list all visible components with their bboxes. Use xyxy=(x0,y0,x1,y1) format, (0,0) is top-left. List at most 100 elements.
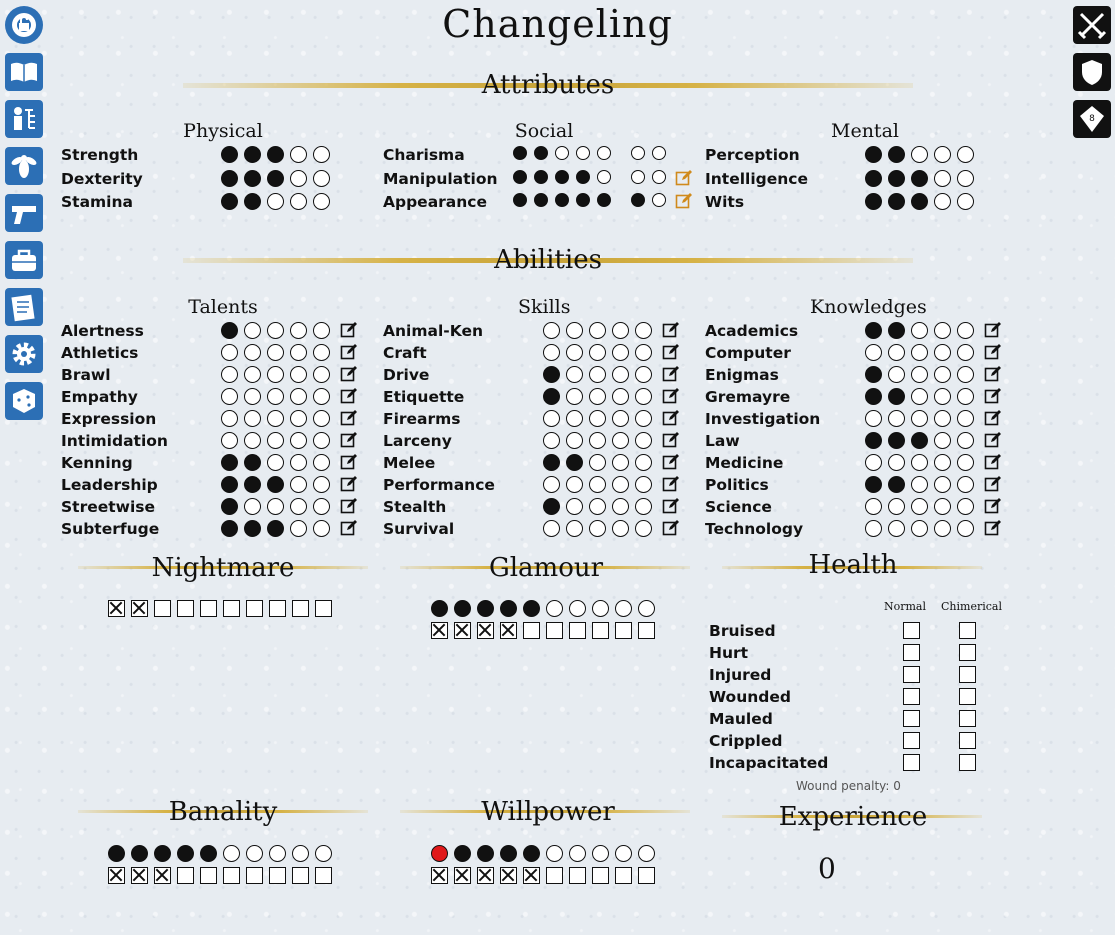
edit-icon[interactable] xyxy=(662,409,680,427)
rating-dot[interactable] xyxy=(589,432,606,449)
rating-dot[interactable] xyxy=(267,388,284,405)
rating-dot[interactable] xyxy=(589,476,606,493)
banality-box[interactable] xyxy=(177,867,194,884)
rating-dot[interactable] xyxy=(589,388,606,405)
rating-dot[interactable] xyxy=(865,322,882,339)
banality-box[interactable] xyxy=(315,867,332,884)
rating-dot[interactable] xyxy=(612,366,629,383)
rating-dot[interactable] xyxy=(543,454,560,471)
rating-dot[interactable] xyxy=(566,322,583,339)
banality-dot[interactable] xyxy=(177,845,194,862)
banality-box[interactable] xyxy=(223,867,240,884)
rating-dot[interactable] xyxy=(244,169,261,187)
edit-icon[interactable] xyxy=(340,409,358,427)
nightmare-box[interactable] xyxy=(246,600,263,617)
rating-dot[interactable] xyxy=(865,454,882,471)
rating-dot[interactable] xyxy=(957,146,974,163)
rating-dot[interactable] xyxy=(612,498,629,515)
rating-dot[interactable] xyxy=(313,344,330,361)
health-normal-box[interactable] xyxy=(903,754,920,771)
banality-dot[interactable] xyxy=(131,845,148,862)
health-chimerical-box[interactable] xyxy=(959,622,976,639)
rating-dot[interactable] xyxy=(244,322,261,339)
rating-dot[interactable] xyxy=(555,193,569,207)
rating-dot[interactable] xyxy=(865,169,882,187)
nightmare-box[interactable] xyxy=(154,600,171,617)
glamour-box[interactable] xyxy=(477,622,494,639)
rating-dot[interactable] xyxy=(934,432,951,449)
glamour-box[interactable] xyxy=(615,622,632,639)
banality-box[interactable] xyxy=(200,867,217,884)
rating-dot[interactable] xyxy=(566,366,583,383)
rating-dot[interactable] xyxy=(244,146,261,163)
edit-icon[interactable] xyxy=(984,387,1002,405)
glamour-box[interactable] xyxy=(569,622,586,639)
health-normal-box[interactable] xyxy=(903,622,920,639)
rating-dot[interactable] xyxy=(635,520,652,537)
rating-dot[interactable] xyxy=(534,193,548,207)
rating-dot[interactable] xyxy=(934,476,951,493)
rating-dot[interactable] xyxy=(888,322,905,339)
nightmare-box[interactable] xyxy=(200,600,217,617)
rating-dot[interactable] xyxy=(934,146,951,163)
rating-dot[interactable] xyxy=(934,193,951,210)
rating-dot[interactable] xyxy=(221,476,238,493)
rating-dot[interactable] xyxy=(555,146,569,160)
rating-dot[interactable] xyxy=(888,454,905,471)
rating-dot[interactable] xyxy=(934,322,951,339)
rating-dot[interactable] xyxy=(865,146,882,163)
rating-dot[interactable] xyxy=(911,410,928,427)
rating-dot[interactable] xyxy=(566,476,583,493)
dice-icon[interactable] xyxy=(5,382,43,420)
rating-dot[interactable] xyxy=(597,193,611,207)
rating-dot[interactable] xyxy=(888,366,905,383)
edit-icon[interactable] xyxy=(662,497,680,515)
rating-dot[interactable] xyxy=(635,498,652,515)
rating-dot[interactable] xyxy=(543,410,560,427)
willpower-dot[interactable] xyxy=(477,845,494,862)
rating-dot[interactable] xyxy=(612,322,629,339)
rating-dot[interactable] xyxy=(934,498,951,515)
rating-dot[interactable] xyxy=(244,388,261,405)
crossed-swords-icon[interactable] xyxy=(1073,6,1111,44)
banality-dot[interactable] xyxy=(200,845,217,862)
rating-dot[interactable] xyxy=(934,169,951,187)
rating-dot[interactable] xyxy=(244,410,261,427)
rating-dot[interactable] xyxy=(244,498,261,515)
glamour-dot[interactable] xyxy=(477,600,494,617)
rating-dot[interactable] xyxy=(313,498,330,515)
rating-dot[interactable] xyxy=(221,344,238,361)
rating-dot[interactable] xyxy=(612,454,629,471)
rating-dot[interactable] xyxy=(888,410,905,427)
edit-icon[interactable] xyxy=(662,343,680,361)
rating-dot[interactable] xyxy=(911,476,928,493)
rating-dot[interactable] xyxy=(555,169,569,184)
rating-dot[interactable] xyxy=(865,520,882,537)
rating-dot[interactable] xyxy=(543,432,560,449)
banality-box[interactable] xyxy=(269,867,286,884)
rating-dot[interactable] xyxy=(267,454,284,471)
rating-dot[interactable] xyxy=(221,432,238,449)
bonus-dot[interactable] xyxy=(631,169,645,184)
nightmare-box[interactable] xyxy=(177,600,194,617)
rating-dot[interactable] xyxy=(888,344,905,361)
rating-dot[interactable] xyxy=(957,388,974,405)
rating-dot[interactable] xyxy=(635,432,652,449)
rating-dot[interactable] xyxy=(267,322,284,339)
edit-icon[interactable] xyxy=(984,431,1002,449)
rating-dot[interactable] xyxy=(865,344,882,361)
rating-dot[interactable] xyxy=(543,344,560,361)
willpower-dot[interactable] xyxy=(431,845,448,862)
banality-box[interactable] xyxy=(246,867,263,884)
rating-dot[interactable] xyxy=(543,520,560,537)
rating-dot[interactable] xyxy=(290,193,307,210)
rating-dot[interactable] xyxy=(911,169,928,187)
rating-dot[interactable] xyxy=(221,146,238,163)
glamour-dot[interactable] xyxy=(546,600,563,617)
rating-dot[interactable] xyxy=(888,520,905,537)
rating-dot[interactable] xyxy=(566,454,583,471)
health-chimerical-box[interactable] xyxy=(959,754,976,771)
rating-dot[interactable] xyxy=(865,410,882,427)
edit-icon[interactable] xyxy=(675,169,693,187)
rating-dot[interactable] xyxy=(267,520,284,537)
